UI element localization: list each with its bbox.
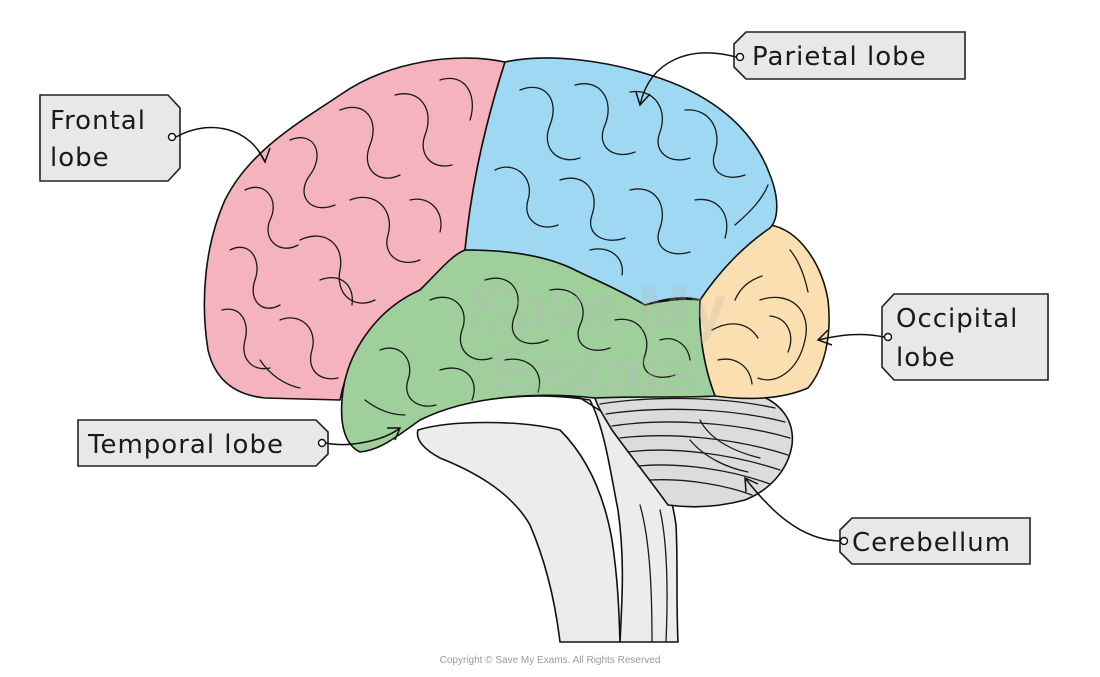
frontal-lobe-label: Frontal lobe	[39, 94, 271, 182]
cerebellum-label-text: Cerebellum	[852, 528, 1011, 558]
occipital-lobe-label-line1: Occipital	[896, 304, 1018, 334]
frontal-lobe-tag	[39, 94, 181, 182]
parietal-lobe-label-text: Parietal lobe	[752, 42, 927, 72]
temporal-lobe-pin	[317, 438, 327, 448]
occipital-lobe-tag	[881, 293, 1049, 381]
temporal-lobe-label: Temporal lobe	[77, 419, 402, 467]
temporal-lobe-label-text: Temporal lobe	[87, 430, 284, 460]
temporal-lobe-tag	[77, 419, 329, 467]
cerebellum-pin	[839, 536, 849, 546]
cerebellum-label: Cerebellum	[744, 476, 1031, 565]
watermark: Save My Exams	[470, 272, 727, 406]
frontal-lobe	[203, 57, 506, 401]
temporal-lobe	[340, 249, 716, 453]
watermark-line2: Exams	[490, 334, 696, 406]
occipital-lobe-label: Occipital lobe	[816, 293, 1049, 381]
frontal-lobe-leader	[175, 126, 266, 163]
brainstem	[416, 392, 679, 643]
frontal-lobe-label-line1: Frontal	[50, 106, 146, 136]
parietal-lobe-leader	[639, 52, 737, 106]
parietal-lobe-tag	[733, 31, 966, 80]
parietal-lobe-label: Parietal lobe	[635, 31, 966, 107]
occipital-lobe-leader	[817, 333, 885, 341]
frontal-lobe-label-line2: lobe	[50, 143, 110, 173]
cerebellum-leader	[744, 477, 841, 542]
temporal-lobe-leader	[325, 427, 401, 446]
parietal-lobe	[464, 57, 778, 306]
frontal-lobe-pin	[167, 132, 177, 142]
cerebellum	[594, 388, 794, 508]
occipital-lobe-label-line2: lobe	[896, 343, 956, 373]
cerebellum-tag	[839, 517, 1031, 565]
watermark-line1: Save My	[470, 272, 727, 344]
occipital-lobe-pin	[883, 332, 893, 342]
parietal-lobe-pin	[735, 52, 745, 62]
copyright-notice: Copyright © Save My Exams. All Rights Re…	[439, 655, 661, 666]
